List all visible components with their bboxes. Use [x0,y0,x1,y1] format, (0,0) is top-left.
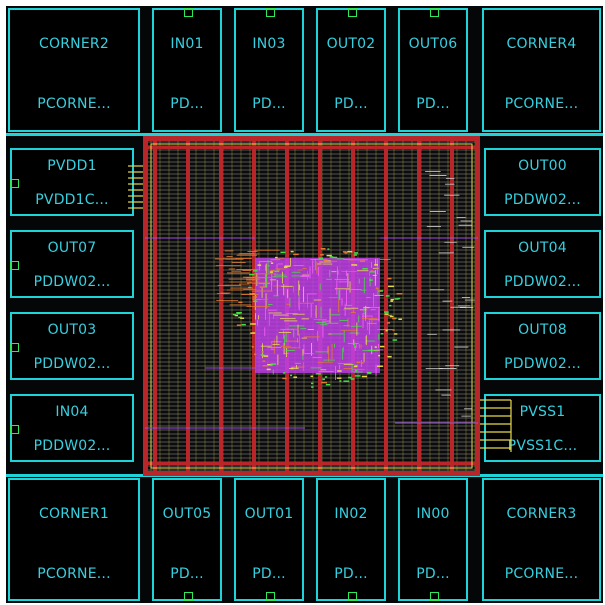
pad-name: OUT00 [518,158,567,174]
pad-right-2[interactable]: OUT04 PDDW02... [484,230,601,298]
pad-bottom-4[interactable]: IN00 PD... [398,478,468,601]
pad-left-4[interactable]: IN04 PDDW02... [10,394,134,462]
pad-name: CORNER2 [39,36,109,52]
pad-name: CORNER1 [39,506,109,522]
pin-marker [348,592,357,601]
pad-cell: PD... [334,96,368,112]
pad-name: IN03 [252,36,286,52]
pad-name: OUT03 [47,322,97,338]
pad-top-4[interactable]: OUT06 PD... [398,8,468,132]
pad-name: OUT06 [408,36,458,52]
pad-name: IN02 [334,506,368,522]
pad-cell: PDDW02... [33,356,111,372]
pad-name: IN04 [55,404,89,420]
pad-right-1[interactable]: OUT00 PDDW02... [484,148,601,216]
pad-cell: PDDW02... [504,274,581,290]
pad-corner-top-right[interactable]: CORNER4 PCORNE... [482,8,601,132]
pad-bottom-2[interactable]: OUT01 PD... [234,478,304,601]
pad-name: OUT07 [47,240,97,256]
pad-right-4[interactable]: PVSS1 PVSS1C... [484,394,601,462]
pad-name: OUT04 [518,240,567,256]
pad-corner-top-left[interactable]: CORNER2 PCORNE... [8,8,140,132]
pad-name: OUT05 [162,506,212,522]
pin-marker [184,8,193,17]
pin-marker [10,261,19,270]
pin-marker [10,425,19,434]
pad-bottom-1[interactable]: OUT05 PD... [152,478,222,601]
pad-cell: PD... [416,96,450,112]
pad-name: IN01 [170,36,204,52]
pad-cell: PVSS1C... [507,438,578,454]
pad-corner-bottom-right[interactable]: CORNER3 PCORNE... [482,478,601,601]
pad-cell: PCORNE... [504,566,579,582]
pad-cell: PD... [170,96,204,112]
pad-cell: PD... [334,566,368,582]
pad-ring-bar-top [6,133,603,136]
pad-name: OUT08 [518,322,567,338]
pad-cell: PVDD1C... [35,192,109,208]
pad-top-1[interactable]: IN01 PD... [152,8,222,132]
pad-left-3[interactable]: OUT03 PDDW02... [10,312,134,380]
pad-cell: PCORNE... [504,96,579,112]
pad-corner-bottom-left[interactable]: CORNER1 PCORNE... [8,478,140,601]
pad-right-3[interactable]: OUT08 PDDW02... [484,312,601,380]
pad-left-2[interactable]: OUT07 PDDW02... [10,230,134,298]
pad-name: IN00 [416,506,450,522]
pad-name: PVDD1 [47,158,97,174]
pin-marker [184,592,193,601]
pad-left-1[interactable]: PVDD1 PVDD1C... [10,148,134,216]
pad-cell: PDDW02... [33,274,111,290]
pin-marker [266,8,275,17]
pin-marker [430,592,439,601]
pad-top-3[interactable]: OUT02 PD... [316,8,386,132]
pad-cell: PD... [252,566,286,582]
pad-cell: PDDW02... [504,192,581,208]
pad-cell: PCORNE... [37,566,111,582]
pad-cell: PDDW02... [504,356,581,372]
core-area[interactable] [143,136,480,476]
pad-name: OUT02 [326,36,376,52]
pad-name: PVSS1 [519,404,566,420]
pad-name: CORNER3 [506,506,577,522]
pad-cell: PD... [170,566,204,582]
core-routing [145,138,478,474]
pad-top-2[interactable]: IN03 PD... [234,8,304,132]
chip-layout-view[interactable]: CORNER2 PCORNE... IN01 PD... IN03 PD... … [6,6,603,603]
pin-marker [430,8,439,17]
pad-bottom-3[interactable]: IN02 PD... [316,478,386,601]
pad-cell: PCORNE... [37,96,111,112]
pin-marker [10,343,19,352]
pad-cell: PD... [416,566,450,582]
pad-cell: PD... [252,96,286,112]
pad-cell: PDDW02... [33,438,111,454]
pin-marker [10,179,19,188]
pad-name: CORNER4 [506,36,577,52]
pin-marker [266,592,275,601]
pad-name: OUT01 [244,506,294,522]
pin-marker [348,8,357,17]
